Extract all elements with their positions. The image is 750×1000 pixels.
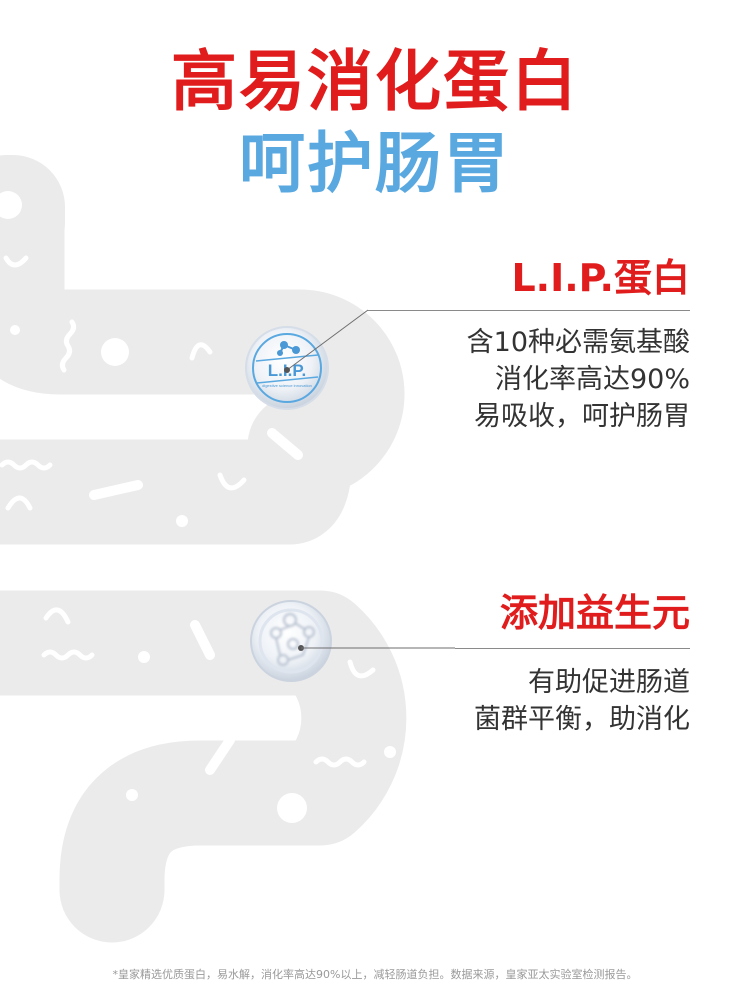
- feature-lip-desc-line-3: 易吸收，呵护肠胃: [474, 401, 690, 432]
- intestine-decorations: [0, 191, 396, 823]
- headline-main: 高易消化蛋白: [171, 43, 579, 120]
- feature-lip-title: L.I.P.蛋白: [511, 256, 690, 300]
- feature-prebiotic-divider: [455, 648, 690, 649]
- feature-prebiotic-description: 有助促进肠道 菌群平衡，助消化: [474, 664, 690, 738]
- feature-lip-desc-line-1: 含10种必需氨基酸: [466, 327, 690, 358]
- leader-lines: [284, 309, 455, 651]
- feature-lip-description: 含10种必需氨基酸 消化率高达90% 易吸收，呵护肠胃: [467, 324, 690, 435]
- feature-prebiotic-title: 添加益生元: [499, 591, 690, 635]
- prebiotic-molecule-bubble-icon: [250, 600, 332, 682]
- footnote-disclaimer: *皇家精选优质蛋白，易水解，消化率高达90%以上，减轻肠道负担。数据来源，皇家亚…: [112, 968, 638, 981]
- feature-prebiotic-desc-line-2: 菌群平衡，助消化: [474, 704, 690, 735]
- intestine-upper: [0, 157, 405, 545]
- feature-prebiotic-desc-line-1: 有助促进肠道: [528, 667, 690, 698]
- feature-lip-divider: [368, 310, 690, 311]
- feature-lip-desc-line-2: 消化率高达90%: [494, 364, 690, 395]
- intestine-lower: [0, 590, 407, 943]
- svg-text:digestive science innovation: digestive science innovation: [262, 383, 312, 388]
- headline-sub: 呵护肠胃: [239, 125, 511, 202]
- intestine-top-cap: [0, 155, 65, 275]
